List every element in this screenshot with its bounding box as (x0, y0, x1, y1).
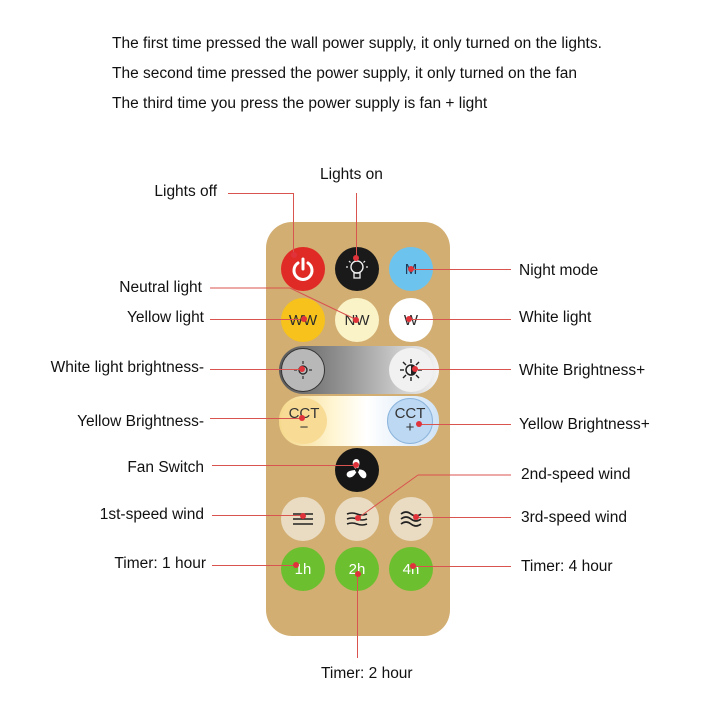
timer-2h-label: 2h (348, 560, 366, 578)
leader-line (411, 269, 511, 270)
leader-line (415, 369, 511, 370)
label-lights-on: Lights on (320, 166, 383, 183)
pointer-dot (301, 316, 307, 322)
label-speed-2: 2nd-speed wind (521, 466, 631, 483)
pointer-dot (299, 366, 305, 372)
label-neutral-light: Neutral light (119, 279, 202, 296)
pointer-dot (410, 563, 416, 569)
power-icon (292, 257, 314, 281)
cct-minus-label: CCT (288, 405, 320, 422)
leader-line (357, 574, 358, 658)
label-speed-1: 1st-speed wind (99, 506, 204, 523)
label-speed-3: 3rd-speed wind (521, 509, 627, 526)
pointer-dot (300, 513, 306, 519)
label-white-brightness-plus: White Brightness+ (519, 362, 646, 379)
plus-icon: + (405, 419, 415, 436)
fan-switch-button[interactable] (335, 448, 379, 492)
label-white-light: White light (519, 309, 592, 326)
leader-line (212, 465, 356, 466)
timer-1h-button[interactable]: 1h (281, 547, 325, 591)
leader-line (228, 193, 294, 194)
leader-line (210, 369, 302, 370)
label-timer-2h: Timer: 2 hour (321, 665, 413, 682)
intro-line-1: The first time pressed the wall power su… (112, 35, 602, 52)
pointer-dot (355, 571, 361, 577)
white-light-button[interactable]: W (389, 298, 433, 342)
minus-icon: − (299, 419, 309, 436)
yellow-brightness-plus-button[interactable]: CCT + (387, 398, 433, 444)
pointer-dot (408, 266, 414, 272)
leader-line (416, 517, 511, 518)
white-brightness-plus-button[interactable] (389, 348, 433, 392)
label-timer-4h: Timer: 4 hour (521, 558, 613, 575)
label-fan-switch: Fan Switch (127, 459, 204, 476)
pointer-dot (416, 421, 422, 427)
yellow-brightness-minus-button[interactable]: CCT − (281, 398, 327, 444)
pointer-dot (353, 462, 359, 468)
pointer-dot (355, 515, 361, 521)
pointer-dot (412, 366, 418, 372)
label-yellow-light: Yellow light (127, 309, 204, 326)
leader-line (293, 193, 294, 255)
power-off-button[interactable] (281, 247, 325, 291)
leader-line (409, 319, 511, 320)
leader-line (419, 424, 511, 425)
label-lights-off: Lights off (154, 183, 217, 200)
cct-plus-label: CCT (394, 405, 426, 422)
pointer-dot (406, 316, 412, 322)
sun-bright-icon (400, 359, 422, 381)
leader-line (413, 566, 511, 567)
leader-line (356, 193, 357, 261)
label-timer-1h: Timer: 1 hour (114, 555, 206, 572)
leader-line (212, 565, 296, 566)
pointer-dot (353, 255, 359, 261)
label-white-brightness-minus: White light brightness- (50, 359, 204, 376)
leader-line-neutral (210, 287, 358, 321)
speed-1-button[interactable] (281, 497, 325, 541)
timer-4h-button[interactable]: 4h (389, 547, 433, 591)
label-yellow-brightness-minus: Yellow Brightness- (77, 413, 204, 430)
leader-line-speed2 (358, 474, 511, 519)
intro-line-2: The second time pressed the power supply… (112, 65, 577, 82)
intro-line-3: The third time you press the power suppl… (112, 95, 488, 112)
leader-line (212, 515, 304, 516)
pointer-dot (353, 317, 359, 323)
leader-line (210, 418, 302, 419)
label-night-mode: Night mode (519, 262, 599, 279)
lights-on-button[interactable] (335, 247, 379, 291)
leader-line (210, 319, 300, 320)
pointer-dot (293, 562, 299, 568)
pointer-dot (299, 415, 305, 421)
pointer-dot (413, 514, 419, 520)
pointer-dot (291, 252, 297, 258)
label-yellow-brightness-plus: Yellow Brightness+ (519, 416, 650, 433)
